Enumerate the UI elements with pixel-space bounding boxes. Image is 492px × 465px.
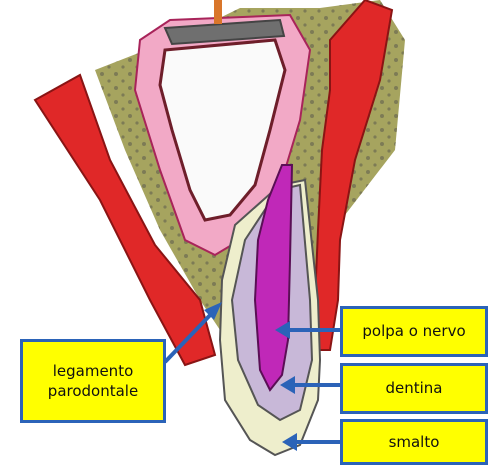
label-dentin-text: dentina bbox=[385, 378, 442, 398]
label-pulp-text: polpa o nervo bbox=[362, 321, 465, 341]
label-ligament-line1: legamento bbox=[48, 361, 138, 381]
label-legamento-parodontale: legamento parodontale bbox=[20, 339, 166, 423]
label-smalto: smalto bbox=[340, 419, 488, 465]
label-polpa: polpa o nervo bbox=[340, 306, 488, 357]
label-ligament-line2: parodontale bbox=[48, 381, 138, 401]
label-dentina: dentina bbox=[340, 363, 488, 414]
top-stem bbox=[214, 0, 222, 24]
label-enamel-text: smalto bbox=[389, 432, 440, 452]
